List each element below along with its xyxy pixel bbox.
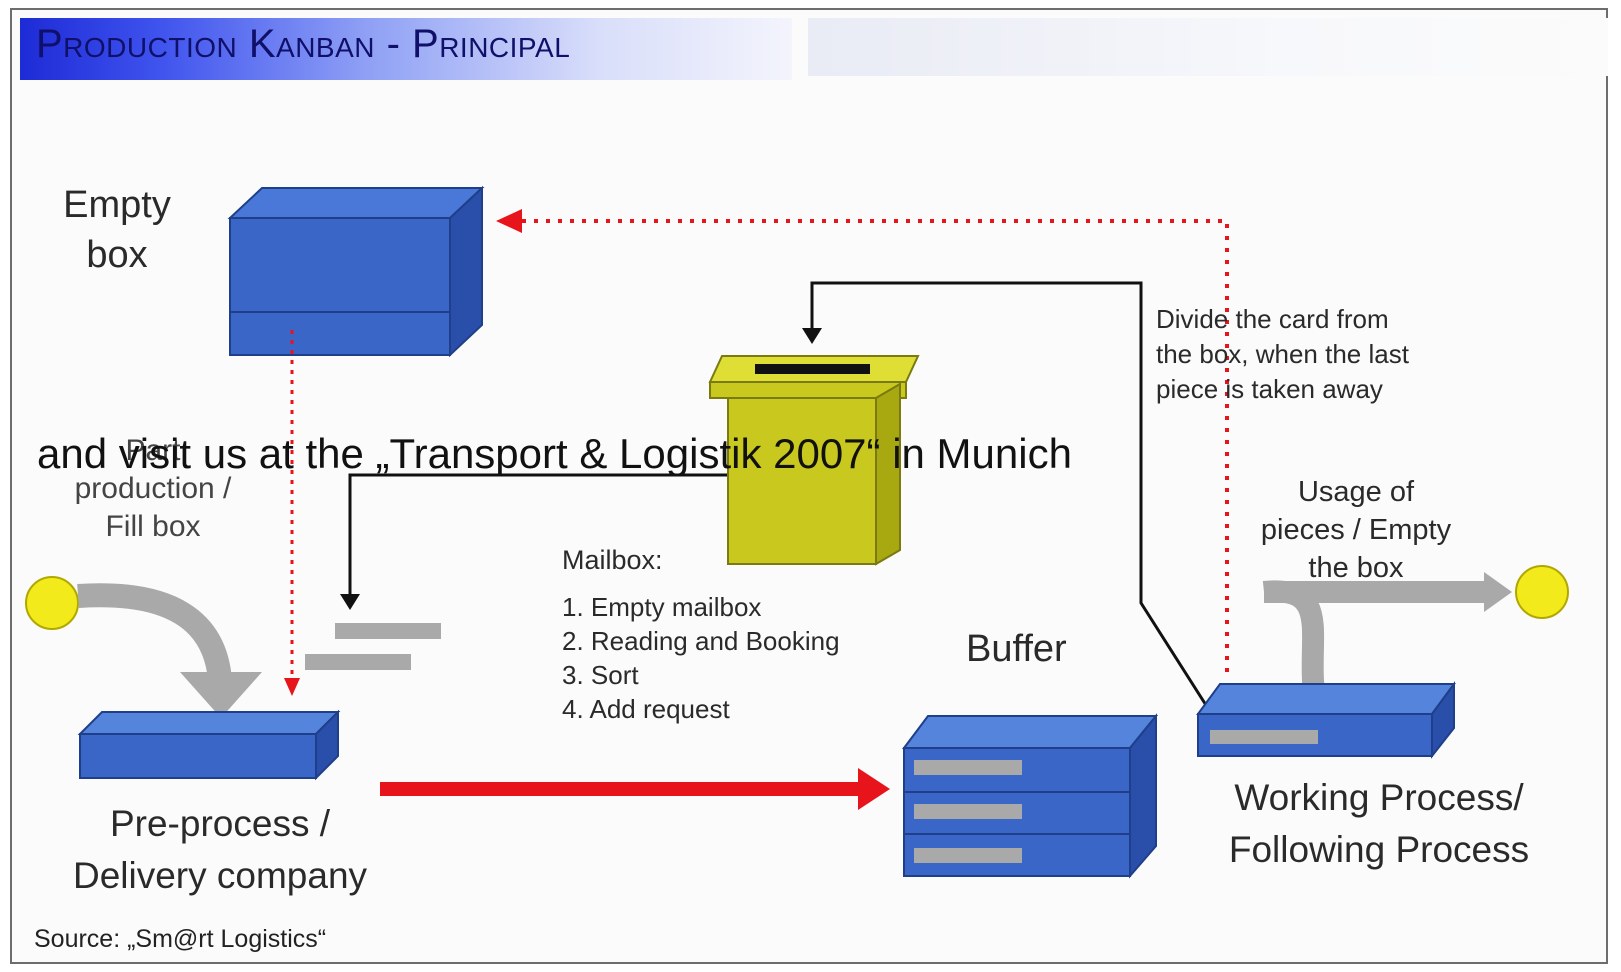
- fill-box-arrow: [284, 330, 300, 696]
- divide-card-note: Divide the card from the box, when the l…: [1156, 304, 1409, 404]
- overlay-caption: and visit us at the „Transport & Logisti…: [37, 430, 1072, 477]
- mailbox-heading: Mailbox:: [562, 545, 663, 575]
- card-to-mailbox-arrow: [802, 281, 1220, 725]
- buffer-rack: [902, 713, 1159, 879]
- mailbox-step: 1. Empty mailbox: [562, 592, 762, 622]
- delivery-flow-arrow: [380, 768, 890, 810]
- mailbox-steps: 1. Empty mailbox 2. Reading and Booking …: [562, 590, 840, 726]
- usage-label: Usage of pieces / Empty the box: [1260, 476, 1452, 584]
- working-process-label: Working Process/ Following Process: [1228, 777, 1530, 870]
- source-note: Source: „Sm@rt Logistics“: [34, 925, 327, 953]
- diagram-title: Production Kanban - Principal: [36, 22, 571, 66]
- empty-box-label: Empty box: [63, 184, 171, 276]
- mailbox-shape: [708, 355, 920, 566]
- title-bar-extension: [808, 18, 1608, 76]
- mailbox-to-request-arrow: [340, 473, 745, 610]
- pre-process-label: Pre-process / Delivery company: [72, 803, 368, 896]
- working-process-tray: [1196, 565, 1569, 759]
- title-bar: [20, 18, 792, 80]
- part-production-label: Part production / Fill box: [74, 434, 232, 543]
- empty-box-shape: [227, 185, 485, 358]
- pre-process-tray: [77, 709, 341, 781]
- mailbox-step: 2. Reading and Booking: [562, 626, 840, 656]
- mailbox-step: 4. Add request: [562, 694, 730, 724]
- buffer-label: Buffer: [966, 628, 1067, 670]
- pre-process-input-arrow: [25, 576, 262, 718]
- empty-box-return-arrow: [496, 209, 1229, 672]
- mailbox-step: 3. Sort: [562, 660, 639, 690]
- kanban-cards: [305, 623, 441, 670]
